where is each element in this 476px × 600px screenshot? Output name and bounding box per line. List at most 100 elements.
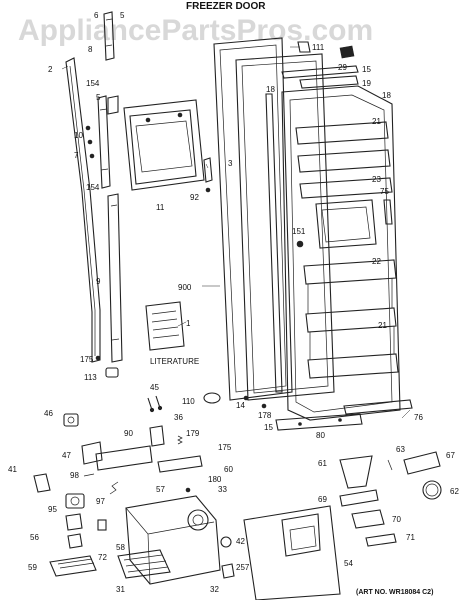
part-95-motor [65,493,85,509]
part-3-fastener [203,157,213,193]
part-41-lever [33,473,51,493]
part-69-door [339,489,379,507]
part-76-strip [343,399,413,415]
part-15-top-rail [281,65,359,79]
callout-95: 95 [48,505,57,514]
callout-180: 180 [208,475,222,484]
part-178-screw [261,403,267,409]
callout-6-top: 6 [94,11,99,20]
callout-113: 113 [84,373,97,382]
part-36-actuator [149,425,165,447]
part-5-handle-cap [107,95,119,115]
part-179-spring [177,435,183,445]
callout-10: 10 [74,131,83,140]
callout-175-left: 175 [80,355,94,364]
part-97-spring [109,481,119,495]
door-panel-frame [235,53,335,401]
callout-29: 29 [338,63,347,72]
callout-22: 22 [372,257,381,266]
callout-76: 76 [414,413,423,422]
part-56-actuators [65,513,83,549]
part-14-bushing [243,395,249,401]
callout-54: 54 [344,559,353,568]
callout-labels: 6 5 8 2 154 5 10 7 154 11 3 92 9 900 1 1… [8,11,459,594]
callout-92: 92 [190,193,199,202]
callout-154-top: 154 [86,79,100,88]
callout-23: 23 [372,175,381,184]
part-61-chute [339,455,373,489]
part-19-bracket [299,75,359,89]
part-32-dispenser-housing [125,495,221,585]
callout-56: 56 [30,533,39,542]
callout-97: 97 [96,497,105,506]
part-72-pin [97,519,107,531]
callout-179: 179 [186,429,200,438]
part-70-actuator [351,509,385,529]
callout-33: 33 [218,485,227,494]
watermark: AppliancePartsPros.com [18,14,373,47]
callout-257: 257 [236,563,250,572]
callout-11: 11 [156,203,165,212]
callout-46: 46 [44,409,53,418]
part-11-dispenser-cover [123,99,205,191]
callout-80: 80 [316,431,325,440]
callout-21-bottom: 21 [378,321,387,330]
callout-5: 5 [96,93,101,102]
part-900-outer-gasket [213,37,293,401]
callout-15-bottom: 15 [264,423,273,432]
part-71-strip [365,533,397,547]
part-10-screws [85,125,95,159]
callout-41: 41 [8,465,17,474]
callout-61: 61 [318,459,327,468]
callout-98: 98 [70,471,79,480]
callout-175-right: 175 [218,443,232,452]
part-45-hinge-pins [147,395,163,413]
part-151-plug [296,240,304,248]
literature-label: LITERATURE [150,357,199,366]
art-number: (ART NO. WR18084 C2) [356,589,433,596]
callout-7: 7 [74,151,79,160]
callout-9: 9 [96,277,101,286]
part-257-clip [221,563,235,579]
callout-45: 45 [150,383,159,392]
part-9-lower-strip [107,193,123,363]
callout-63: 63 [396,445,405,454]
callout-72: 72 [98,553,107,562]
part-98-clip [83,473,95,477]
part-111-screw [297,41,311,53]
callout-15-top: 15 [362,65,371,74]
part-8-top-hinge [103,11,115,61]
callout-5-top: 5 [120,11,125,20]
part-6-handle [97,95,111,189]
callout-2: 2 [48,65,53,74]
part-29-clip [339,45,355,59]
callout-47: 47 [62,451,71,460]
callout-18-right: 18 [382,91,391,100]
callout-70: 70 [392,515,401,524]
part-60-bar [157,455,203,473]
part-47-module [81,441,103,465]
part-110-cap [203,392,221,404]
part-67-bracket [403,451,441,475]
callout-3: 3 [228,159,233,168]
callout-62: 62 [450,487,459,496]
part-113-cap [105,367,119,378]
callout-1: 1 [186,319,191,328]
callout-75: 75 [380,187,389,196]
part-80-bottom-rail [275,413,363,431]
callout-8: 8 [88,45,93,54]
callout-60: 60 [224,465,233,474]
callout-111: 111 [312,43,325,52]
part-18-side-rail [265,93,283,393]
callout-900: 900 [178,283,192,292]
callout-14: 14 [236,401,245,410]
callout-90: 90 [124,429,133,438]
callout-110: 110 [182,397,195,406]
callout-57: 57 [156,485,165,494]
callout-178: 178 [258,411,272,420]
part-59-grille [49,555,97,577]
part-46-switch [63,413,79,427]
callout-21-top: 21 [372,117,381,126]
part-54-front-panel [243,505,341,600]
